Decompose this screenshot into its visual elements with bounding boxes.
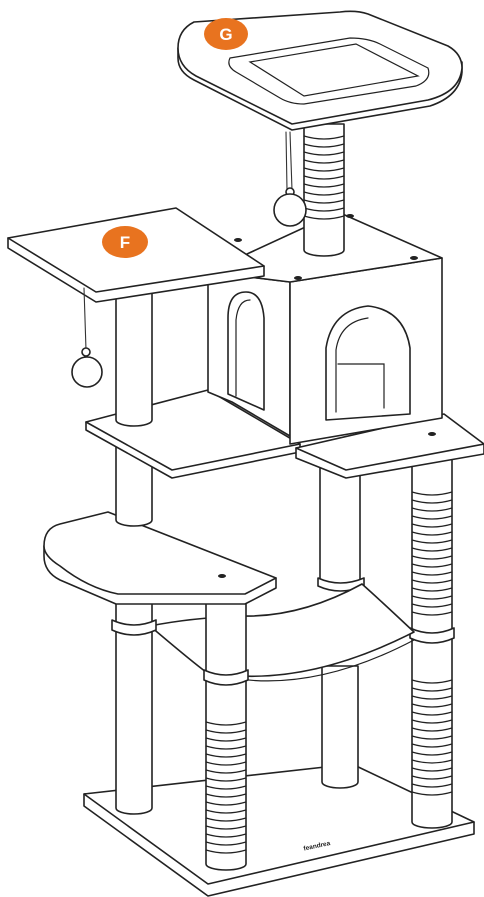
toy-ball-side bbox=[71, 356, 103, 388]
sisal-wrap-right-lower bbox=[411, 679, 453, 796]
badge-g-label: G bbox=[219, 25, 232, 44]
badge-f-label: F bbox=[120, 233, 130, 252]
screw-hole bbox=[410, 256, 418, 260]
sisal-post-right bbox=[409, 455, 455, 829]
screw-hole bbox=[428, 432, 436, 436]
top-perch bbox=[177, 10, 463, 227]
badge-g: G bbox=[204, 18, 248, 50]
side-post-upper bbox=[115, 291, 153, 427]
lower-post-back bbox=[317, 467, 365, 789]
badge-f-circle bbox=[102, 226, 148, 258]
screw-hole bbox=[234, 238, 242, 242]
sisal-wrap-front bbox=[205, 721, 247, 854]
lower-platform bbox=[43, 511, 277, 605]
base-plate: feandrea bbox=[83, 763, 475, 897]
sisal-post-front bbox=[203, 595, 249, 871]
badge-g-circle bbox=[204, 18, 248, 50]
badge-f: F bbox=[102, 226, 148, 258]
condo-arch-left bbox=[227, 291, 265, 411]
lower-post-left bbox=[115, 601, 153, 815]
screw-hole bbox=[218, 574, 226, 578]
rope-ring-left bbox=[111, 619, 157, 636]
sisal-wrap-right-upper bbox=[411, 491, 453, 616]
middle-platform-right bbox=[295, 413, 484, 479]
sisal-wrap-top bbox=[303, 135, 345, 220]
screw-hole bbox=[346, 214, 354, 218]
condo-box bbox=[207, 211, 443, 445]
screw-hole bbox=[294, 276, 302, 280]
condo-arch-front bbox=[325, 305, 411, 421]
sisal-post-top bbox=[303, 123, 345, 257]
middle-post bbox=[115, 445, 153, 527]
toy-ball-top bbox=[273, 193, 307, 227]
